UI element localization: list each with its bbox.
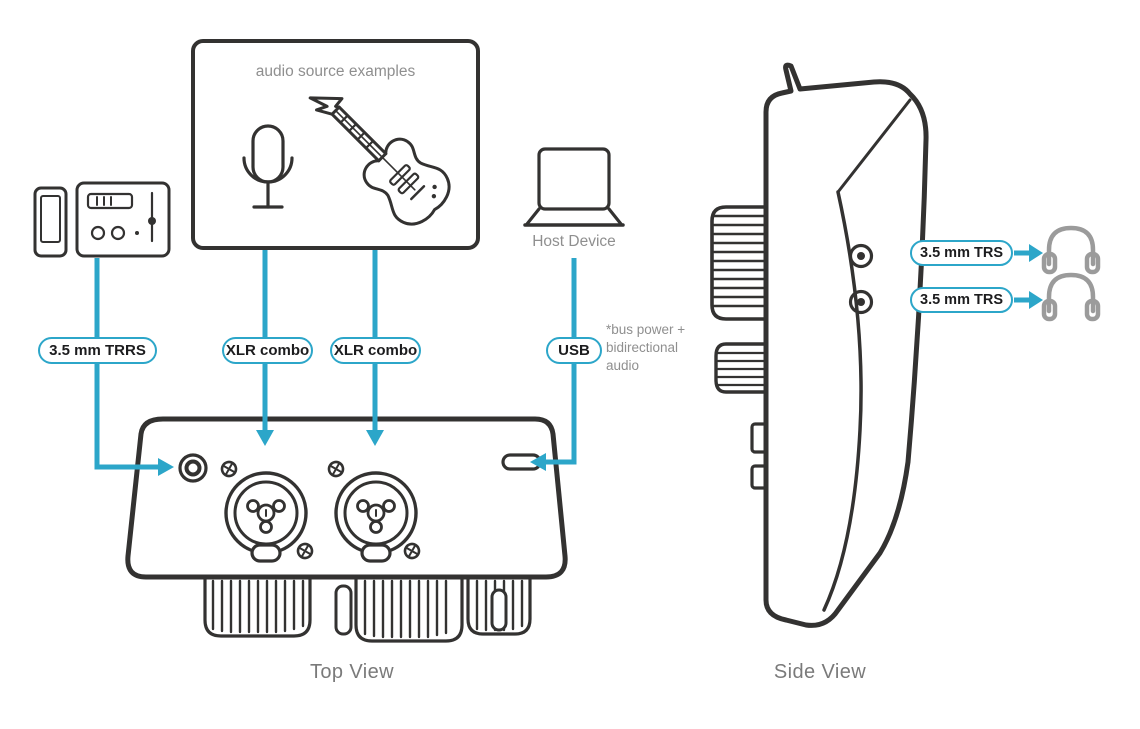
bus-power-note-line3: audio (606, 358, 640, 373)
front-knob-large-icon (203, 572, 312, 638)
xlr-combo-jack-icon (334, 471, 418, 563)
smartphone-icon (33, 186, 68, 258)
bus-power-note-line2: bidirectional (606, 340, 679, 355)
media-player-icon (75, 181, 171, 258)
screw-icon (220, 460, 238, 478)
xlr-combo-label-pill-1: XLR combo (222, 337, 313, 364)
screw-icon (403, 542, 421, 560)
xlr-combo-label-pill-2: XLR combo (330, 337, 421, 364)
audio-source-box-label: audio source examples (255, 63, 416, 80)
connector-trs2-arrow (1014, 291, 1043, 309)
top-view-caption: Top View (310, 661, 394, 683)
bus-power-note-line1: *bus power + (606, 322, 686, 337)
side-view-caption: Side View (773, 661, 867, 683)
headphones-icon (1041, 225, 1101, 275)
laptop-icon (523, 147, 625, 227)
trrs-label-pill: 3.5 mm TRRS (38, 337, 157, 364)
trs-jack-icon (848, 243, 874, 269)
front-fader-cap-icon (334, 584, 353, 636)
connector-usb-arrow (530, 258, 577, 471)
screw-icon (296, 542, 314, 560)
audio-interface-side-view (710, 62, 929, 628)
trrs-jack-icon (178, 453, 208, 483)
connector-trrs-arrow (94, 258, 174, 476)
bus-power-note: *bus power + bidirectional audio (606, 321, 685, 375)
side-knob-small-icon (714, 342, 772, 394)
connector-trs1-arrow (1014, 244, 1043, 262)
host-device-label: Host Device (532, 233, 616, 250)
front-fader-cap-icon (490, 588, 508, 632)
xlr-combo-jack-icon (224, 471, 308, 563)
usb-label-pill: USB (546, 337, 602, 364)
front-knob-medium-icon (354, 572, 464, 643)
trs-jack-icon (848, 289, 874, 315)
sideview-body (763, 62, 929, 628)
audio-interface-top-view (125, 416, 568, 643)
electric-guitar-icon (308, 96, 451, 226)
microphone-icon (242, 124, 294, 209)
side-knob-large-icon (710, 205, 772, 321)
trs-label-pill-1: 3.5 mm TRS (910, 240, 1013, 266)
screw-icon (327, 460, 345, 478)
trs-label-pill-2: 3.5 mm TRS (910, 287, 1013, 313)
headphones-icon (1041, 272, 1101, 322)
